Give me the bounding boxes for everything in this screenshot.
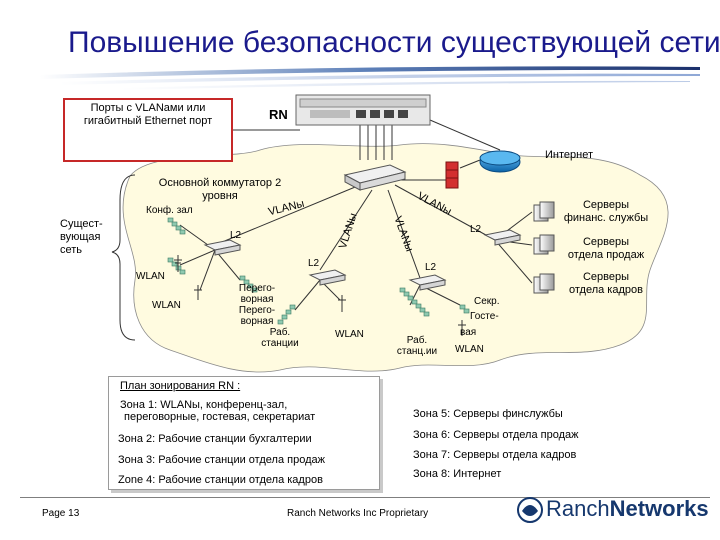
secretary-label: Секр. xyxy=(474,296,500,307)
zone-2: Зона 2: Рабочие станции бухгалтерии xyxy=(118,433,312,445)
switch-icon xyxy=(408,274,447,291)
servers-sales-label: Серверы отдела продаж xyxy=(567,236,645,261)
logo-networks: Networks xyxy=(609,496,709,521)
zone-1-line-1: Зона 1: WLANы, конференц-зал, xyxy=(120,399,288,411)
conf-hall-label: Конф. зал xyxy=(146,205,193,216)
rn-label: RN xyxy=(269,107,288,122)
wlan-antenna-icon xyxy=(174,255,466,336)
guest-label-2: вая xyxy=(460,327,477,338)
l2-label-d: L2 xyxy=(470,224,482,235)
zone-8: Зона 8: Интернет xyxy=(413,468,502,480)
zone-7: Зона 7: Серверы отдела кадров xyxy=(413,449,577,461)
l2-label-a: L2 xyxy=(230,230,242,241)
existing-network-label-2: вующая xyxy=(60,231,101,243)
server-icon xyxy=(533,234,555,255)
internet-label: Интернет xyxy=(545,149,593,161)
footer-divider xyxy=(20,497,710,498)
meeting-rooms-label: Перего- ворная Перего- ворная xyxy=(238,283,276,327)
zoning-plan-title: План зонирования RN : xyxy=(120,380,241,392)
servers-finance-label: Серверы финанс. службы xyxy=(563,199,649,224)
server-icon xyxy=(533,273,555,294)
wlan-label-2: WLAN xyxy=(152,300,181,311)
l2-label-b: L2 xyxy=(308,258,320,269)
zoning-plan-box xyxy=(108,376,380,490)
switch-icon xyxy=(343,164,407,191)
slide-title: Повышение безопасности существующей сети xyxy=(68,26,720,59)
wlan-label-3: WLAN xyxy=(335,329,364,340)
zone-6: Зона 6: Серверы отдела продаж xyxy=(413,429,579,441)
existing-network-brace xyxy=(111,174,136,341)
switch-icon xyxy=(483,229,522,246)
existing-network-label-1: Сущест- xyxy=(60,218,103,230)
logo-ranch: Ranch xyxy=(546,496,610,521)
core-switch-label: Основной коммутатор 2 уровня xyxy=(158,177,282,202)
switch-icon xyxy=(308,269,347,286)
workstations-label-2: Раб. станц.ии xyxy=(396,335,438,357)
server-icon xyxy=(533,201,555,222)
logo-icon xyxy=(517,497,543,523)
title-underline xyxy=(40,66,700,90)
page-number: Page 13 xyxy=(42,508,80,519)
ports-callout xyxy=(63,98,233,162)
l2-label-c: L2 xyxy=(425,262,437,273)
router-icon xyxy=(295,94,431,126)
switch-icon xyxy=(203,239,242,256)
ports-label: Порты с VLANами или гигабитный Ethernet … xyxy=(83,102,213,127)
internet-globe-icon xyxy=(479,150,521,173)
firewall-icon xyxy=(445,161,459,189)
servers-hr-label: Серверы отдела кадров xyxy=(569,271,643,296)
workstations-label-1: Раб. станции xyxy=(261,327,299,349)
existing-network-label-3: сеть xyxy=(60,244,83,256)
network-cloud xyxy=(122,143,669,373)
proprietary-notice: Ranch Networks Inc Proprietary xyxy=(287,508,429,519)
zone-3: Зона 3: Рабочие станции отдела продаж xyxy=(118,454,325,466)
wlan-label-1: WLAN xyxy=(136,271,165,282)
logo-wordmark: RanchNetworks xyxy=(546,496,709,522)
wlan-label-4: WLAN xyxy=(455,344,484,355)
zone-4: Zone 4: Рабочие станции отдела кадров xyxy=(118,474,323,486)
guest-label-1: Госте- xyxy=(470,311,499,322)
zone-5: Зона 5: Серверы финслужбы xyxy=(413,408,563,420)
zone-1-line-2: переговорные, гостевая, секретариат xyxy=(124,411,316,423)
